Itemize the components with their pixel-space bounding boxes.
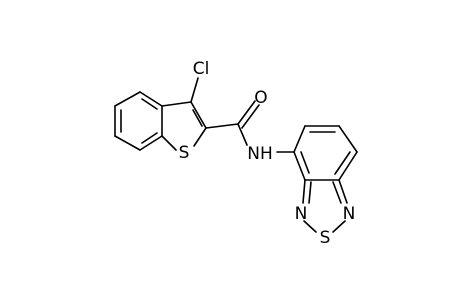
bond bbox=[332, 220, 346, 233]
double-bond-second bbox=[332, 181, 342, 204]
bond bbox=[161, 135, 177, 151]
bond-carbonyl bbox=[237, 100, 256, 125]
double-bond-second bbox=[308, 181, 312, 204]
bond bbox=[114, 135, 141, 151]
atom-label-s-thiophene: S bbox=[179, 143, 190, 163]
bond-c-cl bbox=[190, 77, 199, 103]
atom-label-n-left: N bbox=[295, 204, 308, 224]
double-bond-inner bbox=[141, 98, 158, 110]
double-bond-inner bbox=[300, 151, 310, 174]
bond bbox=[338, 179, 348, 204]
bond bbox=[161, 101, 192, 107]
atom-label-nh: NH bbox=[247, 144, 273, 164]
bond bbox=[338, 151, 358, 181]
bond-c-carbonyl bbox=[205, 123, 239, 129]
bond bbox=[302, 179, 306, 204]
atom-label-o: O bbox=[254, 88, 267, 108]
double-bond-inner bbox=[334, 151, 351, 175]
atom-label-cl: Cl bbox=[193, 59, 210, 79]
bond bbox=[190, 101, 207, 129]
bond bbox=[338, 125, 358, 153]
bond bbox=[114, 91, 141, 107]
bond bbox=[293, 125, 306, 153]
bond-carbonyl-second bbox=[241, 104, 260, 129]
bond-c-nh bbox=[237, 123, 248, 146]
thiadiazole-ring bbox=[302, 179, 348, 233]
benzothiadiazole-benzene-ring bbox=[293, 125, 358, 181]
double-bond-inner bbox=[192, 109, 203, 127]
bond bbox=[193, 127, 207, 147]
benzothiophene-benzene-ring bbox=[114, 91, 163, 151]
bond bbox=[293, 151, 306, 181]
bond bbox=[139, 91, 163, 107]
bond bbox=[303, 220, 317, 233]
atom-label-n-right: N bbox=[343, 204, 356, 224]
atom-label-s-thiadiazole: S bbox=[320, 228, 331, 248]
bond bbox=[139, 135, 163, 151]
double-bond-inner bbox=[141, 132, 158, 144]
thiophene-ring bbox=[161, 101, 207, 151]
